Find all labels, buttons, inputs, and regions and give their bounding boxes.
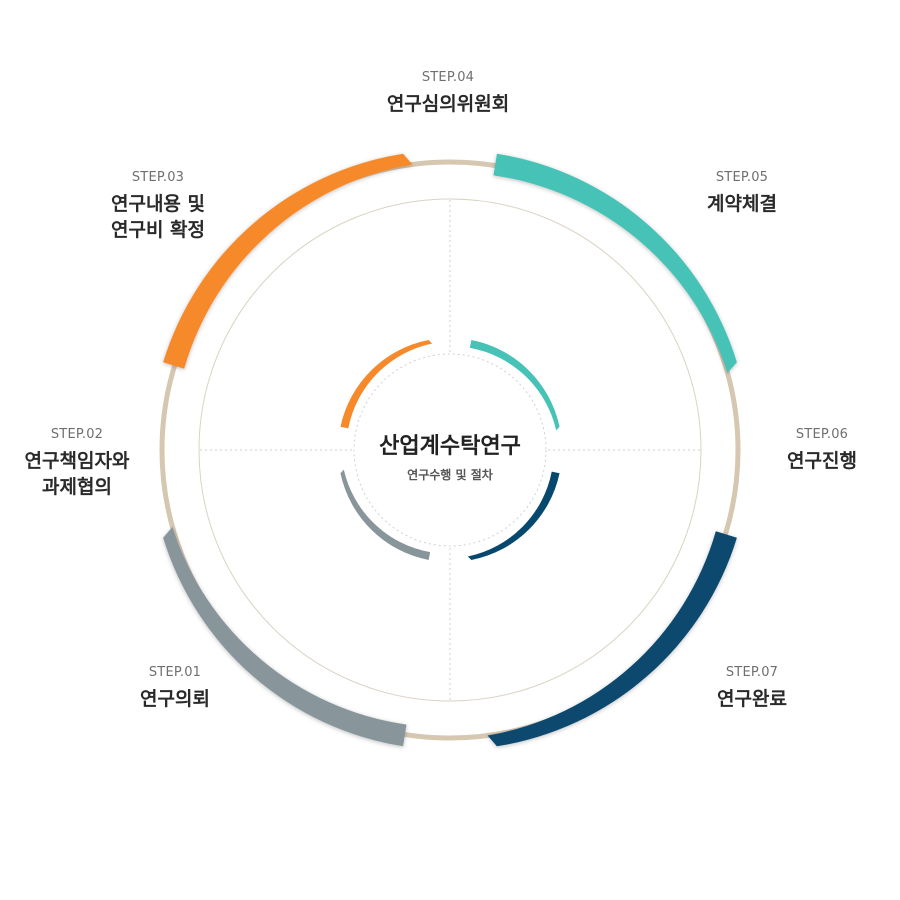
orange-outer-arc — [163, 153, 413, 369]
step-03-label: STEP.03 연구내용 및 연구비 확정 — [111, 170, 205, 243]
center-dotted-circle — [353, 353, 547, 547]
step-title: 연구심의위원회 — [386, 93, 510, 115]
step-number: STEP.06 — [795, 427, 849, 442]
step-title: 연구내용 및 연구비 확정 — [110, 193, 206, 241]
navy-inner-arc — [467, 471, 560, 560]
step-title: 연구완료 — [717, 688, 787, 710]
gray-outer-arc — [163, 526, 407, 747]
step-number: STEP.04 — [421, 70, 475, 85]
inner-ring — [198, 198, 702, 702]
step-number: STEP.05 — [715, 170, 769, 185]
step-06-label: STEP.06 연구진행 — [787, 427, 857, 474]
step-05-label: STEP.05 계약체결 — [707, 170, 777, 217]
step-01-label: STEP.01 연구의뢰 — [140, 665, 210, 712]
step-number: STEP.01 — [148, 665, 202, 680]
step-number: STEP.02 — [50, 427, 104, 442]
center-subtitle: 연구수행 및 절차 — [407, 468, 493, 482]
center-title: 산업계수탁연구 — [379, 434, 521, 459]
step-title: 계약체결 — [707, 193, 777, 215]
teal-outer-arc — [493, 153, 737, 374]
step-title: 연구의뢰 — [140, 688, 210, 710]
step-number: STEP.03 — [131, 170, 185, 185]
step-title: 연구책임자와 과제협의 — [24, 450, 130, 498]
outer-ring — [159, 159, 741, 741]
navy-outer-arc — [487, 531, 737, 747]
orange-inner-arc — [340, 340, 433, 429]
teal-inner-arc — [469, 340, 560, 431]
step-number: STEP.07 — [725, 665, 779, 680]
gray-inner-arc — [340, 469, 431, 560]
step-title: 연구진행 — [787, 450, 857, 472]
step-04-label: STEP.04 연구심의위원회 — [387, 70, 509, 117]
step-02-label: STEP.02 연구책임자와 과제협의 — [25, 427, 130, 500]
step-07-label: STEP.07 연구완료 — [717, 665, 787, 712]
